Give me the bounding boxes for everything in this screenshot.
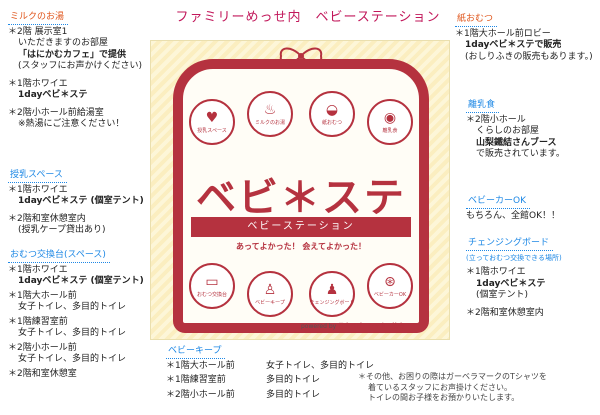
- baby-station-poster: ♥授乳スペース ♨ミルクのお湯 ◒紙おむつ ◉離乳食 ベビ＊ステ ベビーステーシ…: [150, 40, 450, 340]
- changing-line: 1dayベビ＊ステ: [476, 278, 546, 289]
- changing-line: (個室テント): [476, 290, 529, 300]
- footnote-line: 着ているスタッフにお声掛けください。: [368, 382, 512, 392]
- changing-section: チェンジングボード (立っておむつ交換できる場所) ＊1階ホワイエ 1dayベビ…: [466, 238, 562, 319]
- milk-section: ミルクのお湯 ＊2階 展示室1 いただきますのお部屋 「はにかむカフェ」で提供 …: [8, 12, 142, 131]
- babyfood-header: 離乳食: [466, 100, 500, 113]
- diapers-line: (おしりふきの販売もあります。): [465, 51, 593, 62]
- milk-line: ＊1階ホワイエ: [8, 78, 68, 89]
- milk-line: 1dayベビ＊ステ: [18, 90, 88, 100]
- diaper-table-line: 1dayベビ＊ステ (個室テント): [18, 276, 144, 286]
- babykeep-place: ＊1階大ホール前: [166, 360, 235, 371]
- nursing-icon: ♥授乳スペース: [189, 99, 235, 145]
- babykeep-toilet: 多目的トイレ: [266, 389, 321, 400]
- nursing-line: 1dayベビ＊ステ (個室テント): [18, 196, 144, 206]
- footnote-line: ＊その他、お困りの際はガーベラマークのTシャツを: [358, 372, 547, 381]
- milk-line: いただきますのお部屋: [18, 38, 109, 48]
- milk-header: ミルクのお湯: [8, 12, 69, 25]
- babykeep-section: ベビーキープ ＊1階大ホール前女子トイレ、多目的トイレ ＊1階練習室前多目的トイ…: [166, 346, 374, 401]
- diapers-section: 紙おむつ ＊1階大ホール前ロビー 1dayベビ＊ステで販売 (おしりふきの販売も…: [455, 14, 593, 63]
- changing-line: ＊1階ホワイエ: [466, 267, 526, 277]
- diapers-line: 1dayベビ＊ステで販売: [465, 40, 562, 50]
- stroller-section: ベビーカーOK もちろん、全館OK！！: [466, 196, 560, 222]
- babyfood-line: くらしのお部屋: [476, 126, 540, 136]
- poster-logo: ベビ＊ステ: [196, 175, 406, 221]
- diaper-table-line: ＊1階ホワイエ: [8, 264, 68, 275]
- diaper-table-line: 女子トイレ、多目的トイレ: [18, 328, 127, 338]
- nursing-line: ＊2階和室休憩室内: [8, 213, 86, 224]
- diaper-table-line: ＊1階練習室前: [8, 316, 68, 327]
- babykeep-toilet: 女子トイレ、多目的トイレ: [266, 360, 375, 371]
- milk-line: (スタッフにお声かけください): [18, 61, 143, 71]
- stroller-line: もちろん、全館OK！！: [466, 210, 560, 221]
- milk-line: ※熱湯にご注意ください！: [18, 119, 125, 129]
- babykeep-toilet: 多目的トイレ: [266, 375, 321, 385]
- footnote: ＊その他、お困りの際はガーベラマークのTシャツを 着ているスタッフにお声掛けくだ…: [358, 372, 547, 404]
- diaper-table-header: おむつ交換台(スペース): [8, 250, 110, 263]
- poster-tagline: あってよかった！ 会えてよかった！: [236, 242, 366, 251]
- milk-line: ＊2階 展示室1: [8, 26, 68, 37]
- poster-ribbon: ベビーステーション: [191, 217, 411, 237]
- changing-table-icon: ▭おむつ交換台: [189, 263, 235, 309]
- diaper-table-line: ＊2階和室休憩室: [8, 368, 77, 379]
- babyfood-line: ＊2階小ホール: [466, 114, 526, 125]
- diaper-table-line: 女子トイレ、多目的トイレ: [18, 302, 127, 312]
- diaper-table-line: ＊2階小ホール前: [8, 342, 77, 353]
- milk-bottle-icon: ♨ミルクのお湯: [247, 91, 293, 137]
- stroller-icon: ⊛ベビーカーOK: [367, 263, 413, 309]
- milk-line: 「はにかむカフェ」で提供: [18, 49, 127, 60]
- changing-line: ＊2階和室休憩室内: [466, 307, 544, 318]
- changing-header: チェンジングボード: [466, 238, 554, 251]
- babykeep-icon: ♙ベビーキープ: [247, 271, 293, 317]
- diaper-table-line: ＊1階大ホール前: [8, 290, 77, 301]
- nursing-line: (授乳ケープ貸出あり): [18, 225, 106, 235]
- babyfood-line: 山梨鐵結さんブース: [476, 137, 557, 148]
- ribbon-bow-icon: [279, 47, 323, 65]
- diapers-line: ＊1階大ホール前ロビー: [455, 28, 551, 39]
- diapers-header: 紙おむつ: [455, 14, 498, 27]
- page-title: ファミリーめっせ内 ベビーステーション: [175, 10, 441, 25]
- changing-board-icon: ♟チェンジングボード: [309, 271, 355, 317]
- milk-line: ＊2階小ホール前給湯室: [8, 107, 104, 118]
- diaper-icon: ◒紙おむつ: [309, 91, 355, 137]
- babykeep-place: ＊2階小ホール前: [166, 389, 235, 400]
- babyfood-icon: ◉離乳食: [367, 99, 413, 145]
- diaper-table-line: 女子トイレ、多目的トイレ: [18, 354, 127, 364]
- footnote-line: トイレの間お子様をお預かりいたします。: [368, 393, 520, 402]
- nursing-line: ＊1階ホワイエ: [8, 184, 68, 195]
- diaper-table-section: おむつ交換台(スペース) ＊1階ホワイエ 1dayベビ＊ステ (個室テント) ＊…: [8, 250, 144, 380]
- babyfood-section: 離乳食 ＊2階小ホール くらしのお部屋 山梨鐵結さんブース で販売されています。: [466, 100, 565, 161]
- babykeep-place: ＊1階練習室前: [166, 375, 226, 385]
- nursing-header: 授乳スペース: [8, 170, 67, 183]
- babyfood-line: で販売されています。: [476, 149, 565, 159]
- nursing-section: 授乳スペース ＊1階ホワイエ 1dayベビ＊ステ (個室テント) ＊2階和室休憩…: [8, 170, 144, 237]
- changing-sub: (立っておむつ交換できる場所): [466, 253, 562, 262]
- babykeep-header: ベビーキープ: [166, 346, 226, 359]
- powered-by: powered by 日本ベビーシッター協会: [301, 323, 404, 330]
- stroller-header: ベビーカーOK: [466, 196, 530, 209]
